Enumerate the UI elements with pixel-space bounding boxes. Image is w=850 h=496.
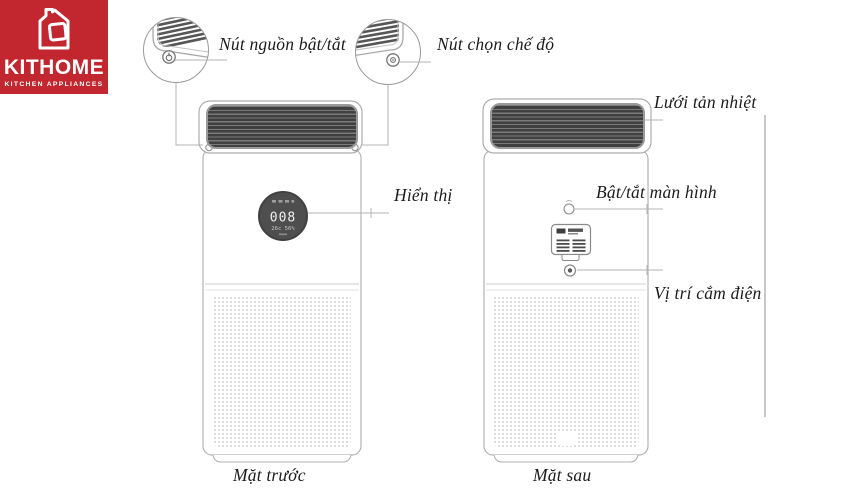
front-top-grille (206, 104, 358, 149)
callout-mode-button: Nút chọn chế độ (437, 34, 555, 54)
callout-power-socket: Vị trí cắm điện (654, 283, 762, 303)
product-label-plate (550, 223, 592, 261)
callout-power-button: Nút nguồn bật/tắt (219, 34, 346, 54)
vent-slots (556, 239, 586, 252)
brand-tagline: KITCHEN APPLIANCES (4, 81, 104, 88)
power-inlet-icon (563, 264, 577, 277)
leader-mode-to-unit (362, 85, 389, 146)
power-button-icon (162, 50, 176, 64)
front-perforated-panel (213, 296, 351, 448)
mode-button-detail-circle (355, 19, 421, 85)
display-readout: 26c 56% (271, 226, 295, 232)
view-label-front: Mặt trước (233, 465, 306, 485)
back-perforated-panel (493, 296, 639, 448)
callout-display: Hiển thị (394, 185, 453, 205)
power-button-detail-circle (143, 17, 209, 83)
front-base (212, 454, 352, 463)
back-base (493, 454, 639, 463)
display-screen: 008 26c 56% (258, 191, 308, 241)
brand-logo: KITHOME KITCHEN APPLIANCES (0, 0, 108, 94)
callout-screen-toggle: Bật/tắt màn hình (596, 182, 717, 202)
brand-name: KITHOME (3, 56, 105, 79)
screen-toggle-button-icon (563, 200, 575, 215)
mode-button-icon (386, 53, 400, 67)
house-icon (38, 8, 70, 50)
view-label-back: Mặt sau (533, 465, 592, 485)
barcode (556, 228, 566, 234)
display-value: 008 (270, 211, 296, 226)
leader-power-to-unit (175, 83, 203, 146)
back-cord-notch (557, 431, 577, 446)
callout-heat-grille: Lưới tản nhiệt (654, 92, 757, 112)
back-heat-grille (490, 103, 645, 149)
leader-lines (175, 59, 766, 417)
